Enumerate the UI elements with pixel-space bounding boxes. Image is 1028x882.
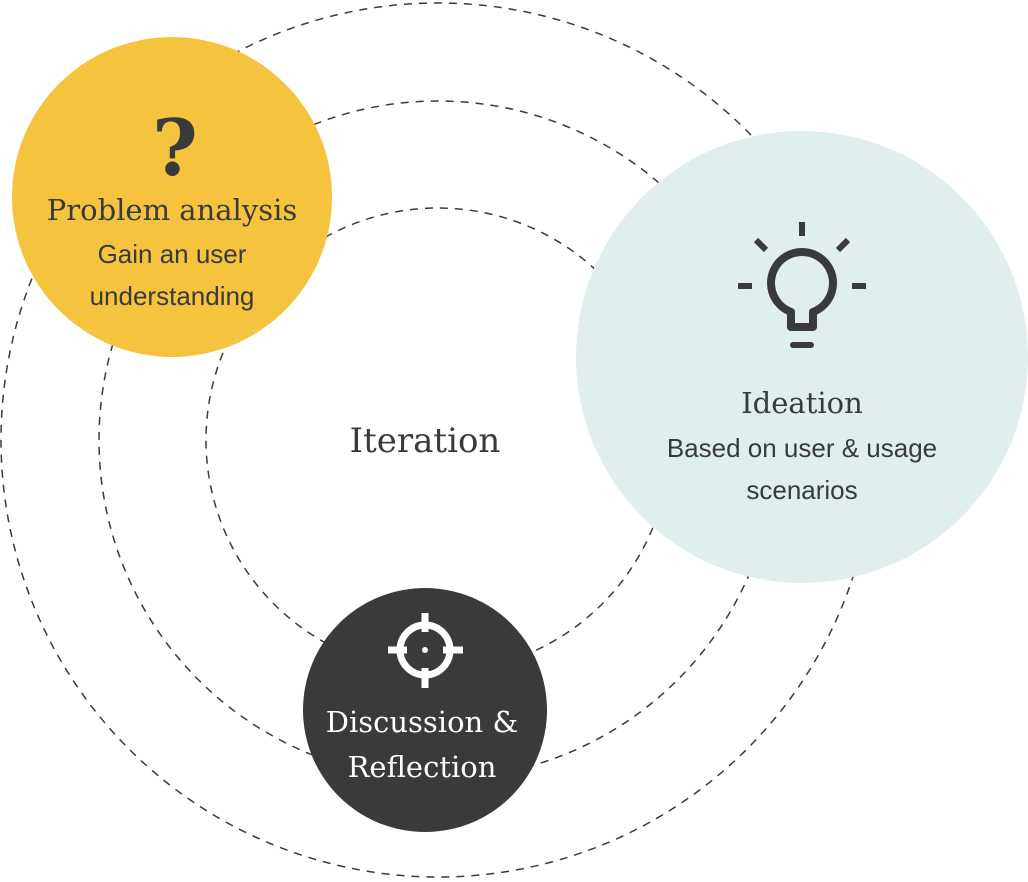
stage-title: Reflection [348,750,497,784]
question-mark-icon: ? [152,103,198,194]
stage-problem-analysis: ? Problem analysis Gain an user understa… [12,37,332,357]
stage-description: Gain an user [98,239,247,269]
stage-ideation: Ideation Based on user & usage scenarios [576,131,1028,583]
stage-title: Problem analysis [47,193,298,227]
stage-title: Discussion & [326,705,519,739]
stage-description: understanding [90,281,255,311]
stage-title: Ideation [741,386,863,420]
target-icon [388,613,463,688]
discussion-bubble [303,588,547,832]
problem-analysis-bubble [12,37,332,357]
center-label: Iteration [350,421,501,461]
stage-discussion-reflection: Discussion & Reflection [303,588,547,832]
stage-description: Based on user & usage [667,433,937,463]
ideation-bubble [576,131,1028,583]
stage-description: scenarios [746,475,857,505]
lightbulb-icon [738,222,866,348]
